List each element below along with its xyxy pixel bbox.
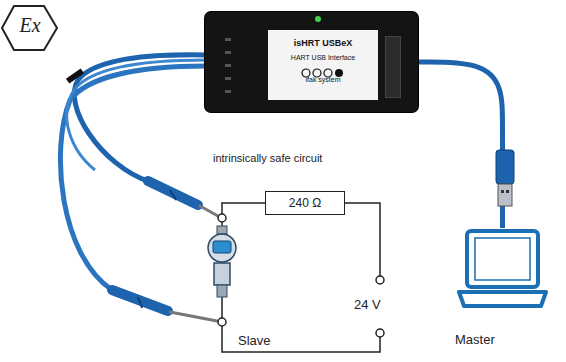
transmitter-neck (217, 226, 227, 234)
terminal (218, 318, 226, 326)
product-name: isHRT USBeX (272, 38, 374, 48)
product-subtitle: HART USB Interface (272, 54, 374, 61)
master-label: Master (455, 332, 550, 347)
usb-plug-hole (501, 190, 504, 193)
slave-label: Slave (238, 333, 271, 348)
probe-tip (170, 312, 217, 321)
usb-plug-metal (498, 184, 512, 206)
laptop-icon: Master (455, 228, 550, 347)
laptop-icon (455, 228, 550, 310)
probe-clip (112, 290, 168, 311)
indicator-dot (225, 38, 231, 41)
indicator-dot (225, 90, 231, 93)
laptop-icon (455, 228, 550, 310)
usb-cable (418, 62, 503, 228)
interface-box: isHRT USBeX HART USB Interface ifak system (205, 12, 418, 112)
wire (345, 203, 380, 276)
probe-tip (200, 206, 218, 216)
label-panel: isHRT USBeX HART USB Interface ifak system (268, 30, 378, 100)
transmitter-head (208, 234, 236, 262)
probe-cable (60, 66, 206, 290)
circuit-caption: intrinsically safe circuit (213, 152, 322, 164)
voltage-label: 24 V (354, 297, 381, 312)
status-led (315, 16, 321, 22)
probe-clip (170, 190, 176, 200)
transmitter-connector (217, 285, 227, 297)
approval-icons (272, 64, 374, 74)
ex-hexagon (2, 6, 57, 50)
indicator-dot (225, 77, 231, 80)
usb-plug-hole (506, 190, 509, 193)
resistor-symbol: 240 Ω (265, 191, 345, 215)
resistor-value: 240 Ω (289, 196, 321, 210)
terminal (218, 214, 226, 222)
side-slot (385, 36, 401, 98)
terminal (376, 329, 384, 337)
usb-plug (496, 150, 514, 184)
indicator-dot (225, 51, 231, 54)
probe-clip (138, 297, 142, 308)
wire (222, 326, 380, 352)
indicator-dot (225, 64, 231, 67)
maker-name: ifak system (272, 76, 374, 83)
probe-cable (67, 60, 206, 170)
transmitter-body (214, 263, 230, 285)
probe-clip (148, 181, 198, 205)
wire (222, 203, 265, 218)
cable-band (66, 68, 84, 83)
terminal (376, 276, 384, 284)
ex-mark: Ex (19, 14, 40, 37)
transmitter-display (213, 241, 231, 253)
